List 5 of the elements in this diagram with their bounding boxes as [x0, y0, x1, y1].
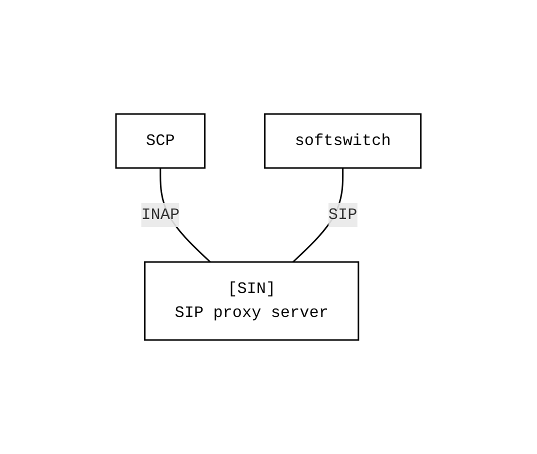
- edge-label: INAP: [141, 206, 180, 224]
- node-box: softswitch: [264, 113, 422, 169]
- node-box: SCP: [115, 113, 206, 169]
- node-box: [SIN] SIP proxy server: [144, 261, 360, 341]
- edge-label: SIP: [328, 206, 358, 224]
